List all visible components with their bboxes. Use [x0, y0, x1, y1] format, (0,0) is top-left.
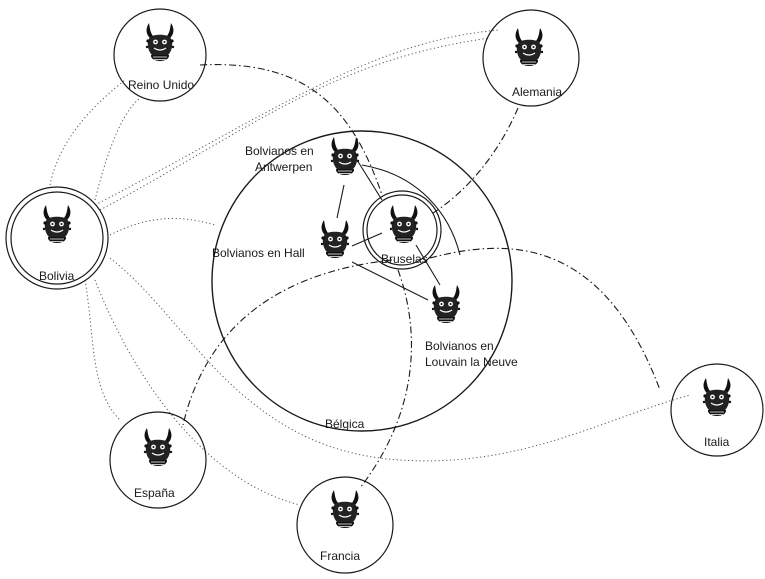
- node-label-line2: Antwerpen: [255, 160, 312, 174]
- node-label: España: [134, 486, 175, 500]
- node-francia[interactable]: Francia: [296, 476, 394, 574]
- dashdot-links: [182, 64, 661, 489]
- node-label: Reino Unido: [128, 78, 194, 92]
- node-alemania[interactable]: Alemania: [482, 9, 580, 107]
- link-bolivia-reino-unido: [49, 79, 126, 186]
- devil-mask-icon: [702, 377, 732, 417]
- node-italia[interactable]: Italia: [670, 363, 764, 457]
- link-bolivia-alemania: [99, 37, 491, 211]
- devil-mask-icon: [330, 489, 360, 529]
- link-bolivia-belgica: [109, 218, 216, 236]
- link-bolivia-espana: [84, 279, 121, 421]
- node-circle: [482, 9, 580, 107]
- solid-links: [336, 159, 461, 301]
- node-hall[interactable]: Bolvianos en Hall: [212, 219, 350, 260]
- node-circle: [113, 8, 207, 102]
- link-hall-francia: [359, 269, 413, 489]
- node-label-line1: Bolvianos en: [245, 144, 314, 158]
- node-label: Bruselas: [381, 252, 428, 266]
- node-label: Italia: [704, 435, 730, 449]
- node-circle: [670, 363, 764, 457]
- node-espana[interactable]: España: [109, 411, 207, 509]
- link-antwerpen-hall: [336, 184, 345, 219]
- node-label-line1: Bolvianos en: [425, 339, 494, 353]
- node-louvain[interactable]: Bolvianos en Louvain la Neuve: [425, 284, 518, 369]
- node-circle-outer: [362, 190, 442, 270]
- link-alemania-bruselas: [429, 107, 519, 216]
- node-label-line2: Louvain la Neuve: [425, 355, 518, 369]
- devil-mask-icon: [145, 22, 175, 62]
- node-label: Francia: [320, 549, 360, 563]
- link-bolivia-francia: [94, 279, 301, 506]
- node-label: Bolivia: [39, 269, 75, 283]
- node-bruselas[interactable]: Bruselas: [362, 190, 442, 270]
- belgica-label: Bélgica: [325, 417, 365, 431]
- node-circle: [296, 476, 394, 574]
- link-bolivia-alemania-2: [94, 29, 501, 206]
- link-bolivia-italia: [109, 257, 691, 462]
- node-circle-inner: [366, 194, 438, 266]
- belgica-region: [211, 130, 513, 432]
- devil-mask-icon: [320, 219, 350, 259]
- devil-mask-icon: [42, 204, 72, 244]
- link-bruselas-louvain: [415, 244, 441, 286]
- devil-mask-icon: [143, 427, 173, 467]
- dotted-links: [49, 29, 691, 506]
- link-hall-bruselas: [351, 232, 383, 247]
- node-reino-unido[interactable]: Reino Unido: [113, 8, 207, 102]
- node-label: Bolvianos en Hall: [212, 246, 305, 260]
- devil-mask-icon: [330, 136, 360, 176]
- node-circle-inner: [10, 191, 104, 285]
- link-bolivia-reino-unido-2: [94, 97, 141, 201]
- node-antwerpen[interactable]: Bolvianos en Antwerpen: [245, 136, 360, 176]
- link-bruselas-espana: [182, 259, 393, 426]
- link-antwerpen-louvain: [361, 164, 461, 256]
- node-label: Alemania: [512, 85, 562, 99]
- node-circle-outer: [5, 186, 109, 290]
- link-hall-louvain: [351, 261, 429, 301]
- devil-mask-icon: [431, 284, 461, 324]
- link-antwerpen-bruselas: [356, 159, 383, 201]
- devil-mask-icon: [389, 204, 419, 244]
- link-reino-unido-bruselas: [199, 64, 383, 196]
- node-circle: [109, 411, 207, 509]
- devil-mask-icon: [514, 27, 544, 67]
- node-bolivia[interactable]: Bolivia: [5, 186, 109, 290]
